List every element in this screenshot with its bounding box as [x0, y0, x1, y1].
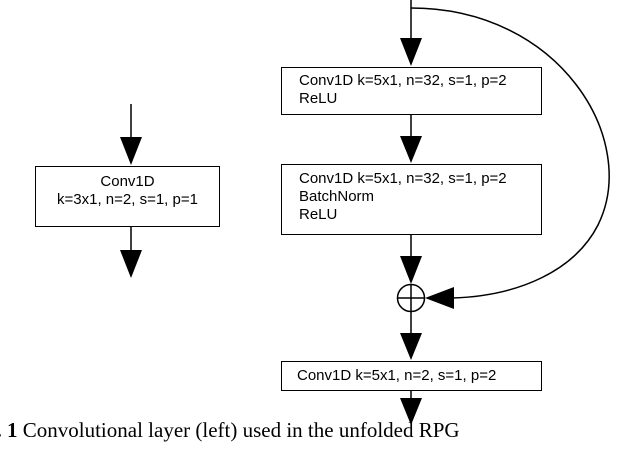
skip-connection	[410, 7, 610, 309]
caption-text: Convolutional layer (left) used in the u…	[17, 418, 460, 442]
figure-caption: g. 1 Convolutional layer (left) used in …	[0, 418, 620, 443]
box1-line-2: ReLU	[299, 90, 338, 107]
left-block-line-2: k=3x1, n=2, s=1, p=1	[57, 191, 198, 208]
box1-line-1: Conv1D k=5x1, n=32, s=1, p=2	[299, 72, 507, 89]
box2-line-3: ReLU	[299, 206, 338, 223]
left-block-line-1: Conv1D	[100, 173, 155, 190]
conv1d-relu-block: Conv1D k=5x1, n=32, s=1, p=2 ReLU	[281, 67, 542, 115]
sum-to-box3-arrow	[400, 311, 422, 360]
box2-to-sum-arrow	[400, 235, 422, 284]
figure-label: g. 1	[0, 418, 18, 442]
residual-input-arrow	[400, 0, 422, 66]
box3-line-1: Conv1D k=5x1, n=2, s=1, p=2	[297, 367, 497, 384]
conv1d-batchnorm-relu-block: Conv1D k=5x1, n=32, s=1, p=2 BatchNorm R…	[281, 164, 542, 235]
box1-to-box2-arrow	[400, 115, 422, 163]
conv1d-left-block: Conv1D k=3x1, n=2, s=1, p=1	[35, 166, 220, 227]
output-arrow	[400, 391, 422, 425]
box2-line-2: BatchNorm	[299, 188, 375, 205]
box2-line-1: Conv1D k=5x1, n=32, s=1, p=2	[299, 170, 507, 187]
sum-node	[396, 283, 426, 313]
left-output-arrow	[120, 227, 142, 278]
conv1d-output-block: Conv1D k=5x1, n=2, s=1, p=2	[281, 361, 542, 391]
left-input-arrow	[120, 104, 142, 165]
